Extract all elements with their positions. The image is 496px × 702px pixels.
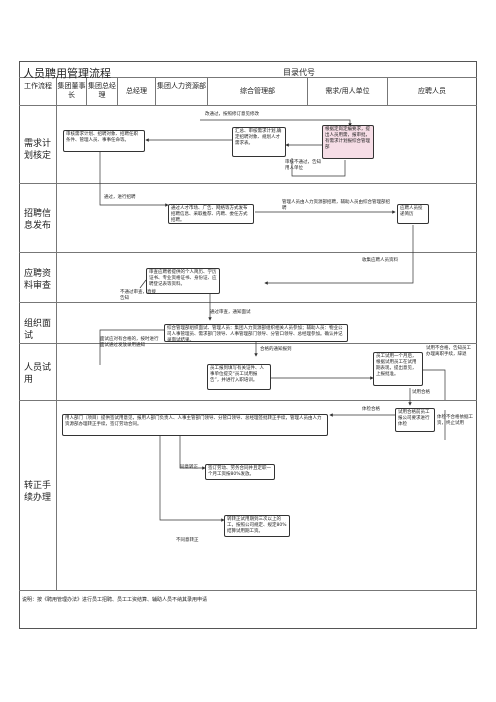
header-workflow: 工作流程 — [24, 82, 52, 90]
row-divider-5 — [19, 400, 477, 401]
header-hr: 集团人力资源部 — [157, 82, 206, 90]
header-group-gm: 集团总经理 — [88, 82, 116, 99]
row-divider-6 — [19, 590, 477, 591]
note-collect-resumes: 收集应聘人员资料 — [362, 258, 398, 263]
flowchart-frame — [19, 61, 477, 629]
note-recruit-split: 管理人员由人力资源部招聘，辅助人员由综合管理部招聘 — [282, 200, 390, 211]
box-propose-demand: 根据定岗定编要求，提出人员用需，报审批，有需求计划报综合管理部 — [322, 125, 374, 159]
box-onboarding: 员工报到填写有关证件、人事单位提交“员工试用报告”，并进行入职培训。 — [207, 364, 271, 390]
row-divider-2 — [19, 252, 477, 253]
col-divider-1 — [56, 77, 57, 105]
note-approved: 通过，进行招聘 — [104, 195, 136, 200]
box-summarize-plan: 汇总、审核需求计划,确定招聘对象、规划人才需求表。 — [232, 127, 286, 157]
box-settle-salary: 转转正试用期到三次以上的工，按照公司规定、规定80%结算试用期工资。 — [224, 515, 290, 537]
box-review-plan: 审核需求计划、招聘对象、招聘任职条件、管理人员、事事任命等。 — [63, 130, 145, 152]
title-divider — [19, 77, 477, 78]
row-divider-1 — [19, 183, 477, 184]
lane-divider — [56, 105, 57, 590]
header-gm: 总经理 — [126, 87, 147, 95]
row-divider-4 — [19, 343, 477, 344]
row-label-publish: 招聘信息发布 — [24, 209, 52, 231]
col-divider-2 — [86, 77, 87, 105]
row-label-trial: 人员试用 — [24, 363, 52, 385]
header-admin: 综合管理部 — [240, 87, 275, 95]
header-divider — [19, 105, 477, 106]
header-chairman: 集团董事长 — [57, 82, 86, 99]
col-divider-6 — [307, 77, 308, 105]
note-reject-formal: 不同意转正 — [176, 538, 199, 543]
col-divider-5 — [207, 77, 208, 105]
note-review-failed: 不通过审查，直接告知 — [120, 290, 156, 301]
box-sign-contract: 签订劳动、劳务合同并且定职一个月工资按80%发放。 — [205, 464, 275, 480]
row-label-demand: 需求计划核定 — [24, 139, 52, 161]
note-approve-formal: 同意转正 — [180, 465, 198, 470]
note-medical-passed: 体检合格 — [362, 407, 380, 412]
row-label-review: 应聘资料审查 — [24, 269, 52, 291]
note-offer-letter: 面试通过发放录用通知 — [100, 343, 145, 348]
row-label-formal: 转正手续办理 — [24, 481, 52, 503]
page-title: 人员聘用管理流程 — [23, 67, 111, 80]
row-divider-3 — [19, 302, 477, 303]
note-reject-plan: 审核不通过，告知用人单位 — [285, 160, 321, 171]
row-label-interview: 组织面试 — [24, 319, 52, 341]
note-trial-failed: 试用不合格，告知员工办理离职手续，辞退 — [426, 346, 471, 357]
header-applicant: 应聘人员 — [418, 87, 446, 95]
box-review-documents: 审查应聘者提供的个人简历、学历证书、专业资格证书、身份证、应聘登记表等资料。 — [146, 268, 220, 294]
box-medical-check: 试用合格前员工报公司要求进行体检 — [395, 408, 435, 432]
box-formal-approval: 用人部门（项目）提供签试用意见，报用人部门负责人、人事主管部门领导、分管口领导、… — [62, 414, 328, 436]
note-interview-schedule: 面试应对有合格的，按时进行 — [100, 337, 159, 342]
note-trial-passed: 试用合格 — [412, 390, 430, 395]
note-medical-failed: 体检不合格依据工资，终止试用 — [437, 415, 473, 426]
note-revise: 改通过，按照修订意见修改 — [205, 112, 259, 117]
catalog-code-label: 目录代号 — [283, 68, 315, 77]
box-submit-resume: 应聘人员投递简历 — [397, 204, 429, 224]
header-dept: 需求/用人单位 — [325, 87, 370, 95]
note-notify-interview: 通过审查，通知面试 — [210, 310, 251, 315]
note-report-for-duty: 合格的通知报到 — [260, 347, 292, 352]
col-divider-7 — [387, 77, 388, 105]
box-organize-interview: 综合管理部组织面试、管理人员：集团人力资源部组织相关人员参加；辅助人员：物业公司… — [164, 324, 348, 343]
col-divider-3 — [117, 77, 118, 105]
footnote: 说明：按《聘用管理办法》进行员工招聘、员工工资结算、辅助人员不纳其录用申请 — [22, 597, 208, 603]
box-trial-evaluation: 员工试用一个月后，根据试用员工在试用期表现，提出意见，上报批准。 — [373, 352, 423, 386]
box-publish-info: 通过人才市场、广告、网络等方式发布招聘信息、采取推荐、内聘、委任方式招聘。 — [168, 204, 254, 224]
col-divider-4 — [155, 77, 156, 105]
